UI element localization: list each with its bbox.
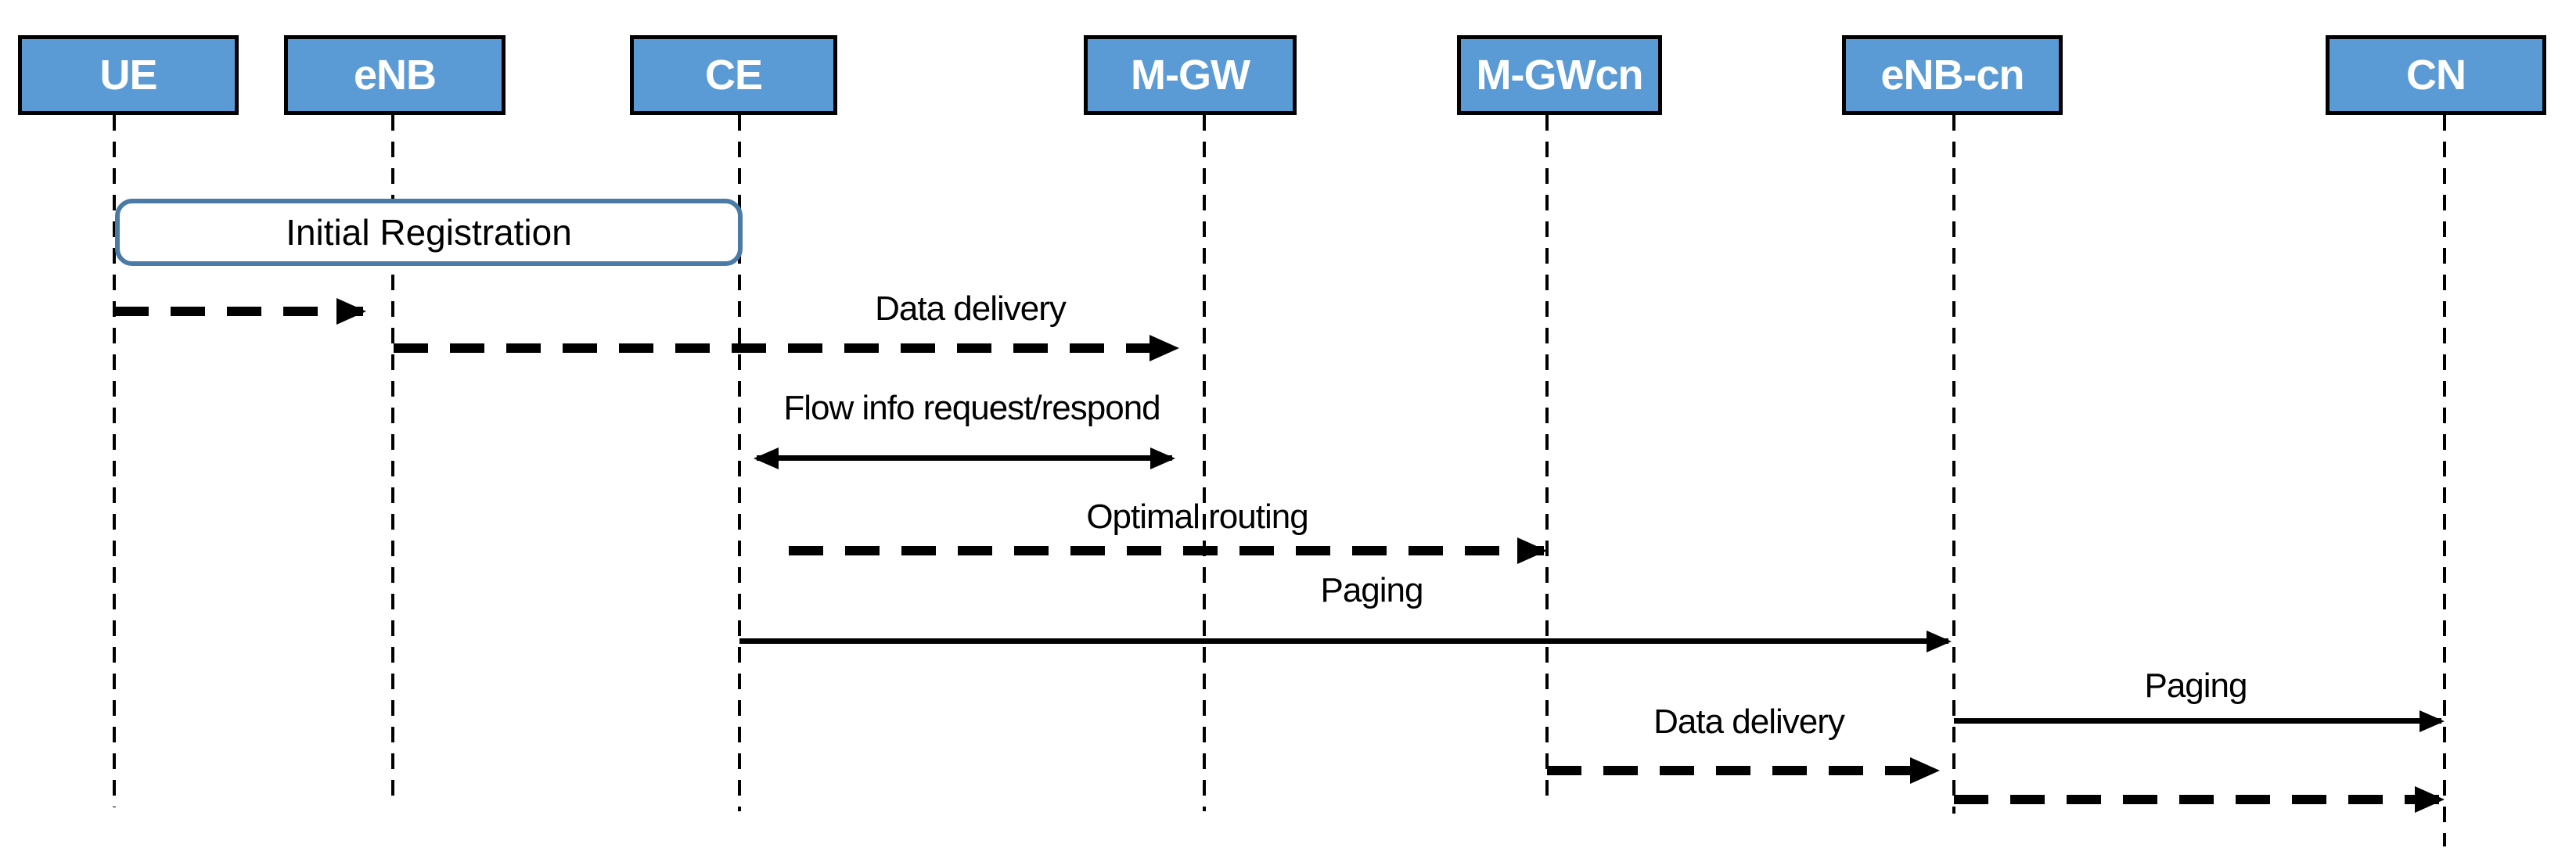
arrow-mgwcn-to-enbcn (1547, 757, 1940, 784)
arrow-ce-to-enbcn (739, 630, 1952, 652)
actor-box-enb: eNB (284, 35, 505, 115)
actor-box-ue: UE (18, 35, 239, 115)
actor-box-mgw: M-GW (1084, 35, 1297, 115)
arrowhead-left-icon (754, 447, 779, 469)
lifeline-mgwcn (1545, 115, 1549, 803)
actor-box-cn: CN (2326, 35, 2546, 115)
lifeline-mgw (1203, 115, 1206, 811)
lifeline-enbcn (1952, 115, 1955, 814)
message-label-data-delivery-2: Data delivery (1653, 703, 1845, 741)
arrowhead-right-icon (1150, 447, 1175, 469)
lifeline-ue (113, 115, 116, 807)
actor-label-ce: CE (704, 52, 763, 99)
actor-label-cn: CN (2406, 52, 2466, 99)
lifeline-ce (738, 115, 741, 811)
arrowhead-right-icon (2415, 786, 2445, 813)
message-label-data-delivery-1: Data delivery (875, 289, 1067, 328)
arrow-enbcn-to-cn-paging (1954, 710, 2445, 732)
actor-box-mgwcn: M-GWcn (1457, 35, 1662, 115)
arrowhead-right-icon (1149, 335, 1179, 361)
actor-label-enb: eNB (353, 52, 437, 99)
message-label-paging-2: Paging (2144, 667, 2247, 705)
arrow-ce-mgw-bidirectional (754, 447, 1175, 469)
arrowhead-right-icon (1927, 630, 1952, 652)
arrowhead-right-icon (336, 298, 366, 325)
initial-registration-label: Initial Registration (286, 212, 572, 253)
message-label-paging-1: Paging (1320, 571, 1423, 609)
actor-label-ue: UE (99, 52, 157, 99)
arrow-ce-to-mgwcn (789, 537, 1547, 564)
lifeline-enb (391, 115, 394, 802)
initial-registration-box: Initial Registration (115, 199, 743, 266)
arrow-ue-to-enb (114, 298, 366, 325)
message-label-optimal-routing: Optimal routing (1086, 498, 1308, 536)
message-label-flow-info: Flow info request/respond (783, 389, 1160, 427)
arrow-enbcn-to-cn-dashed (1954, 786, 2445, 813)
lifeline-cn (2443, 115, 2446, 846)
arrowhead-right-icon (1910, 757, 1940, 784)
arrowhead-right-icon (2419, 710, 2445, 732)
actor-box-ce: CE (630, 35, 837, 115)
arrow-enb-to-mgw (394, 335, 1179, 361)
actor-label-enbcn: eNB-cn (1880, 52, 2024, 99)
actor-label-mgwcn: M-GWcn (1476, 52, 1644, 99)
actor-box-enbcn: eNB-cn (1842, 35, 2063, 115)
arrowhead-right-icon (1517, 537, 1547, 564)
actor-label-mgw: M-GW (1131, 52, 1250, 99)
